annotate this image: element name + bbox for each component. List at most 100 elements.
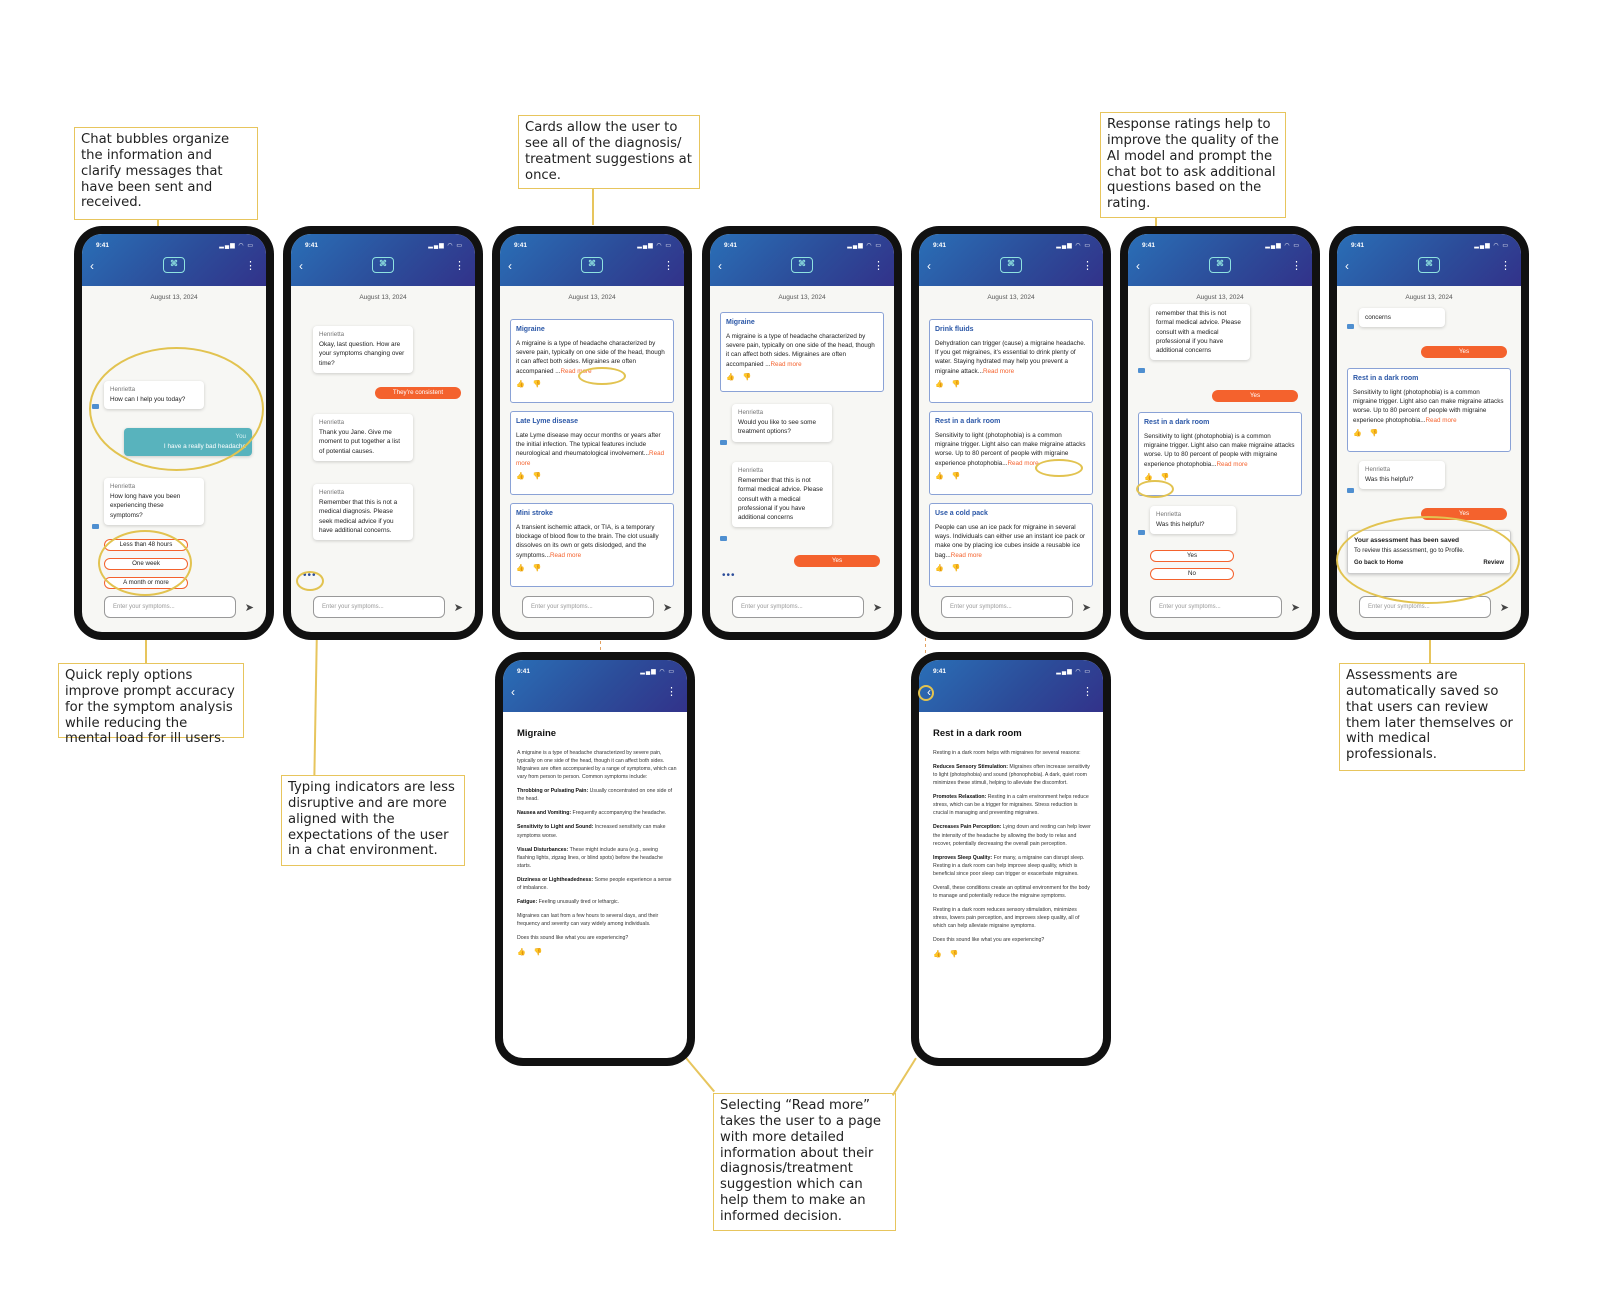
chat-date: August 13, 2024 <box>568 294 616 301</box>
read-more-link[interactable]: Read more <box>770 360 802 368</box>
rating-icons[interactable]: 👍 👎 <box>935 473 964 481</box>
back-icon[interactable]: ‹ <box>1345 259 1349 273</box>
more-menu-icon[interactable]: ⋮ <box>1291 260 1302 272</box>
rating-icons[interactable]: 👍 👎 <box>935 381 964 389</box>
more-menu-icon[interactable]: ⋮ <box>245 260 256 272</box>
read-more-link[interactable]: Read more <box>516 450 665 467</box>
read-more-link[interactable]: Read more <box>549 551 582 559</box>
app-logo-icon: ⌘ <box>372 257 394 273</box>
read-more-link[interactable]: Read more <box>1425 416 1457 424</box>
sender-name: Henrietta <box>1365 466 1391 473</box>
more-menu-icon[interactable]: ⋮ <box>1082 686 1093 698</box>
more-menu-icon[interactable]: ⋮ <box>873 260 884 272</box>
symptom-input[interactable]: Enter your symptoms... <box>941 596 1073 618</box>
message-text: concerns <box>1365 314 1391 321</box>
back-icon[interactable]: ‹ <box>1136 259 1140 273</box>
app-logo-icon: ⌘ <box>163 257 185 273</box>
sender-name: Henrietta <box>738 467 764 474</box>
more-menu-icon[interactable]: ⋮ <box>1082 260 1093 272</box>
send-icon[interactable]: ➤ <box>244 602 254 614</box>
back-icon[interactable]: ‹ <box>508 259 512 273</box>
bot-avatar-icon <box>720 536 727 541</box>
signal-icon: ▂▄▆ ◠ ▭ <box>1265 243 1300 249</box>
rating-icons[interactable]: 👍 👎 <box>726 374 755 382</box>
rating-icons[interactable]: 👍 👎 <box>516 565 545 573</box>
clock: 9:41 <box>96 242 110 249</box>
more-menu-icon[interactable]: ⋮ <box>663 260 674 272</box>
rating-icons[interactable]: 👍 👎 <box>516 381 545 389</box>
read-more-link[interactable]: Read more <box>950 551 982 559</box>
message-text: Thank you Jane. Give me moment to put to… <box>319 428 400 455</box>
annotation-ratings: Response ratings help to improve the qua… <box>1100 112 1286 218</box>
back-icon[interactable]: ‹ <box>718 259 722 273</box>
back-icon[interactable]: ‹ <box>511 685 515 699</box>
detail-intro: A migraine is a type of headache charact… <box>517 750 677 781</box>
sender-name: Henrietta <box>319 419 345 426</box>
back-icon[interactable]: ‹ <box>299 259 303 273</box>
more-menu-icon[interactable]: ⋮ <box>454 260 465 272</box>
symptom-input[interactable]: Enter your symptoms... <box>104 596 236 618</box>
card-title: Migraine <box>516 326 545 333</box>
rating-icons[interactable]: 👍 👎 <box>517 949 546 957</box>
phone-screen-6: 9:41 ▂▄▆ ◠ ▭ ‹ ⌘ ⋮ August 13, 2024 remem… <box>1120 226 1320 640</box>
read-more-link[interactable]: Read more <box>1007 459 1039 467</box>
symptom-input[interactable]: Enter your symptoms... <box>522 596 654 618</box>
sender-name: Henrietta <box>1156 511 1182 518</box>
app-logo-icon: ⌘ <box>1000 257 1022 273</box>
rating-icons[interactable]: 👍 👎 <box>1144 474 1173 482</box>
read-more-link[interactable]: Read more <box>1216 460 1248 468</box>
bot-message: remember that this is not formal medical… <box>1150 304 1250 361</box>
rating-icons[interactable]: 👍 👎 <box>933 951 962 959</box>
bot-message: Henrietta Would you like to see some tre… <box>732 404 832 442</box>
bot-avatar-icon <box>1138 530 1145 535</box>
bot-avatar-icon <box>92 524 99 529</box>
detail-title: Rest in a dark room <box>933 728 1022 739</box>
diagnosis-card: Migraine A migraine is a type of headach… <box>510 319 674 403</box>
rating-icons[interactable]: 👍 👎 <box>516 473 545 481</box>
card-title: Rest in a dark room <box>1144 419 1210 426</box>
clock: 9:41 <box>517 668 531 675</box>
detail-outro: Migraines can last from a few hours to s… <box>517 912 659 927</box>
bot-message: Henrietta Was this helpful? <box>1359 461 1445 490</box>
clock: 9:41 <box>933 242 947 249</box>
clock: 9:41 <box>724 242 738 249</box>
detail-question: Does this sound like what you are experi… <box>933 937 1045 944</box>
rating-icons[interactable]: 👍 👎 <box>1353 430 1382 438</box>
quick-reply-option[interactable]: No <box>1150 568 1234 580</box>
send-icon[interactable]: ➤ <box>872 602 882 614</box>
leader-line <box>685 1057 715 1093</box>
send-icon[interactable]: ➤ <box>453 602 463 614</box>
rating-icons[interactable]: 👍 👎 <box>935 565 964 573</box>
more-menu-icon[interactable]: ⋮ <box>666 686 677 698</box>
typing-indicator: ••• <box>722 570 736 581</box>
bot-message: Henrietta Was this helpful? <box>1150 506 1236 535</box>
treatment-card: Rest in a dark room Sensitivity to light… <box>929 411 1093 495</box>
highlight-ring <box>1136 480 1174 498</box>
card-text: People can use an ice pack for migraine … <box>935 523 1086 559</box>
quick-reply-option[interactable]: Yes <box>1150 550 1234 562</box>
back-icon[interactable]: ‹ <box>927 259 931 273</box>
symptom-input[interactable]: Enter your symptoms... <box>1150 596 1282 618</box>
back-icon[interactable]: ‹ <box>90 259 94 273</box>
app-logo-icon: ⌘ <box>791 257 813 273</box>
send-icon[interactable]: ➤ <box>1290 602 1300 614</box>
card-text: Sensitivity to light (photophobia) is a … <box>935 431 1086 467</box>
treatment-card: Drink fluids Dehydration can trigger (ca… <box>929 319 1093 403</box>
chat-date: August 13, 2024 <box>778 294 826 301</box>
more-menu-icon[interactable]: ⋮ <box>1500 260 1511 272</box>
detail-body: A migraine is a type of headache charact… <box>517 749 677 942</box>
read-more-link[interactable]: Read more <box>982 367 1015 375</box>
symptom-input[interactable]: Enter your symptoms... <box>732 596 864 618</box>
chat-date: August 13, 2024 <box>1405 294 1453 301</box>
diagnosis-card: Late Lyme disease Late Lyme disease may … <box>510 411 674 495</box>
read-more-link[interactable]: Read more <box>560 367 592 375</box>
signal-icon: ▂▄▆ ◠ ▭ <box>1056 243 1091 249</box>
signal-icon: ▂▄▆ ◠ ▭ <box>219 243 254 249</box>
app-logo-icon: ⌘ <box>581 257 603 273</box>
send-icon[interactable]: ➤ <box>662 602 672 614</box>
send-icon[interactable]: ➤ <box>1081 602 1091 614</box>
signal-icon: ▂▄▆ ◠ ▭ <box>637 243 672 249</box>
symptom-input[interactable]: Enter your symptoms... <box>313 596 445 618</box>
send-icon[interactable]: ➤ <box>1499 602 1509 614</box>
bot-avatar-icon <box>720 440 727 445</box>
